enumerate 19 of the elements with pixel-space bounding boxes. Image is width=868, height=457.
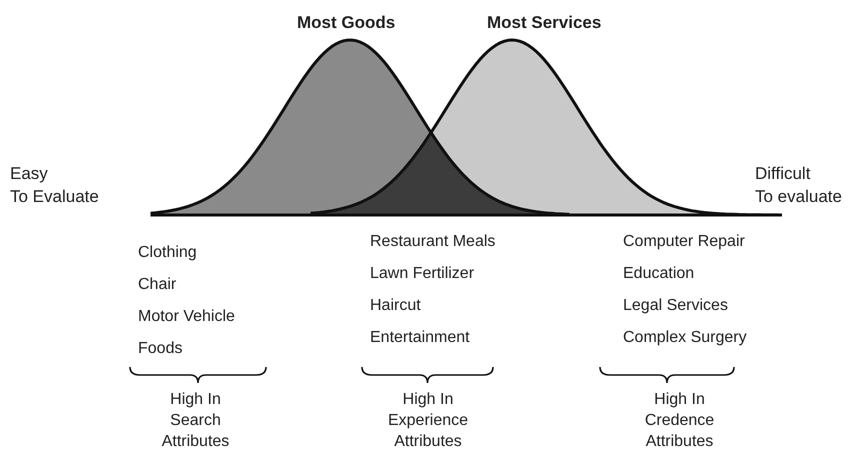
- example-item: Haircut: [370, 296, 421, 316]
- example-item: Chair: [138, 275, 176, 295]
- curve-heading: Most Goods: [297, 12, 396, 34]
- example-item: Computer Repair: [623, 232, 745, 252]
- example-item: Restaurant Meals: [370, 232, 496, 252]
- example-item: Education: [623, 264, 694, 284]
- category-label: High In Search Attributes: [160, 390, 230, 452]
- example-item: Lawn Fertilizer: [370, 264, 474, 284]
- example-item: Clothing: [138, 243, 197, 263]
- example-item: Entertainment: [370, 328, 470, 348]
- example-item: Legal Services: [623, 296, 728, 316]
- example-item: Foods: [138, 339, 182, 359]
- scale-end-label: Easy To Evaluate: [10, 163, 99, 208]
- scale-end-label: Difficult To evaluate: [755, 163, 842, 208]
- category-label: High In Credence Attributes: [644, 390, 716, 452]
- example-item: Motor Vehicle: [138, 307, 235, 327]
- example-item: Complex Surgery: [623, 328, 747, 348]
- category-label: High In Experience Attributes: [386, 390, 470, 452]
- curve-heading: Most Services: [487, 12, 602, 34]
